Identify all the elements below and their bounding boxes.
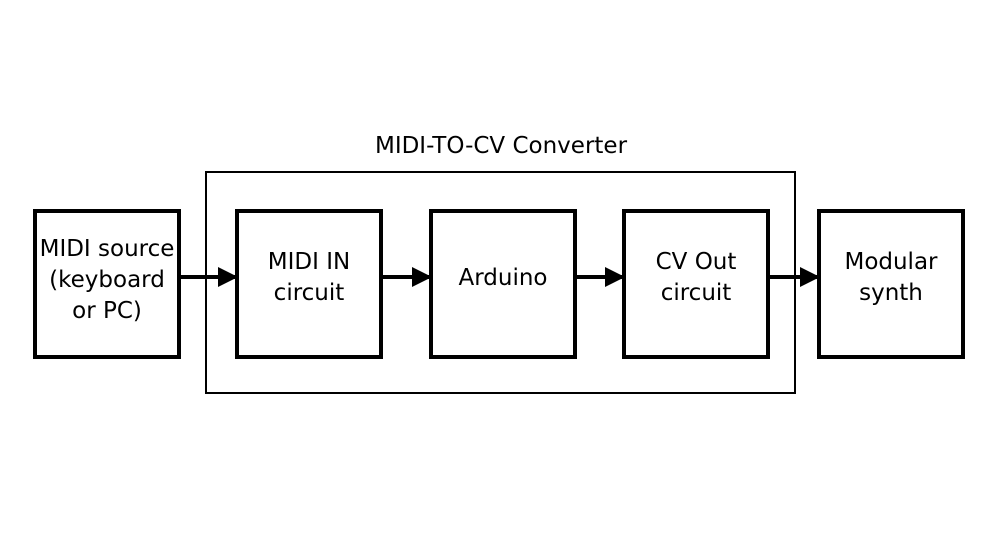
midi-source-block: MIDI source (keyboard or PC) bbox=[33, 209, 181, 359]
midi-in-circuit-block: MIDI IN circuit bbox=[235, 209, 383, 359]
converter-container-box bbox=[205, 171, 796, 394]
cv-out-circuit-label: CV Out circuit bbox=[655, 249, 737, 306]
modular-synth-label: Modular synth bbox=[844, 249, 938, 306]
arduino-label: Arduino bbox=[458, 264, 548, 291]
midi-source-label: MIDI source (keyboard or PC) bbox=[39, 235, 175, 324]
arduino-block: Arduino bbox=[429, 209, 577, 359]
midi-in-circuit-label: MIDI IN circuit bbox=[267, 249, 351, 306]
converter-container-title: MIDI-TO-CV Converter bbox=[374, 133, 628, 159]
modular-synth-block: Modular synth bbox=[817, 209, 965, 359]
cv-out-circuit-block: CV Out circuit bbox=[622, 209, 770, 359]
